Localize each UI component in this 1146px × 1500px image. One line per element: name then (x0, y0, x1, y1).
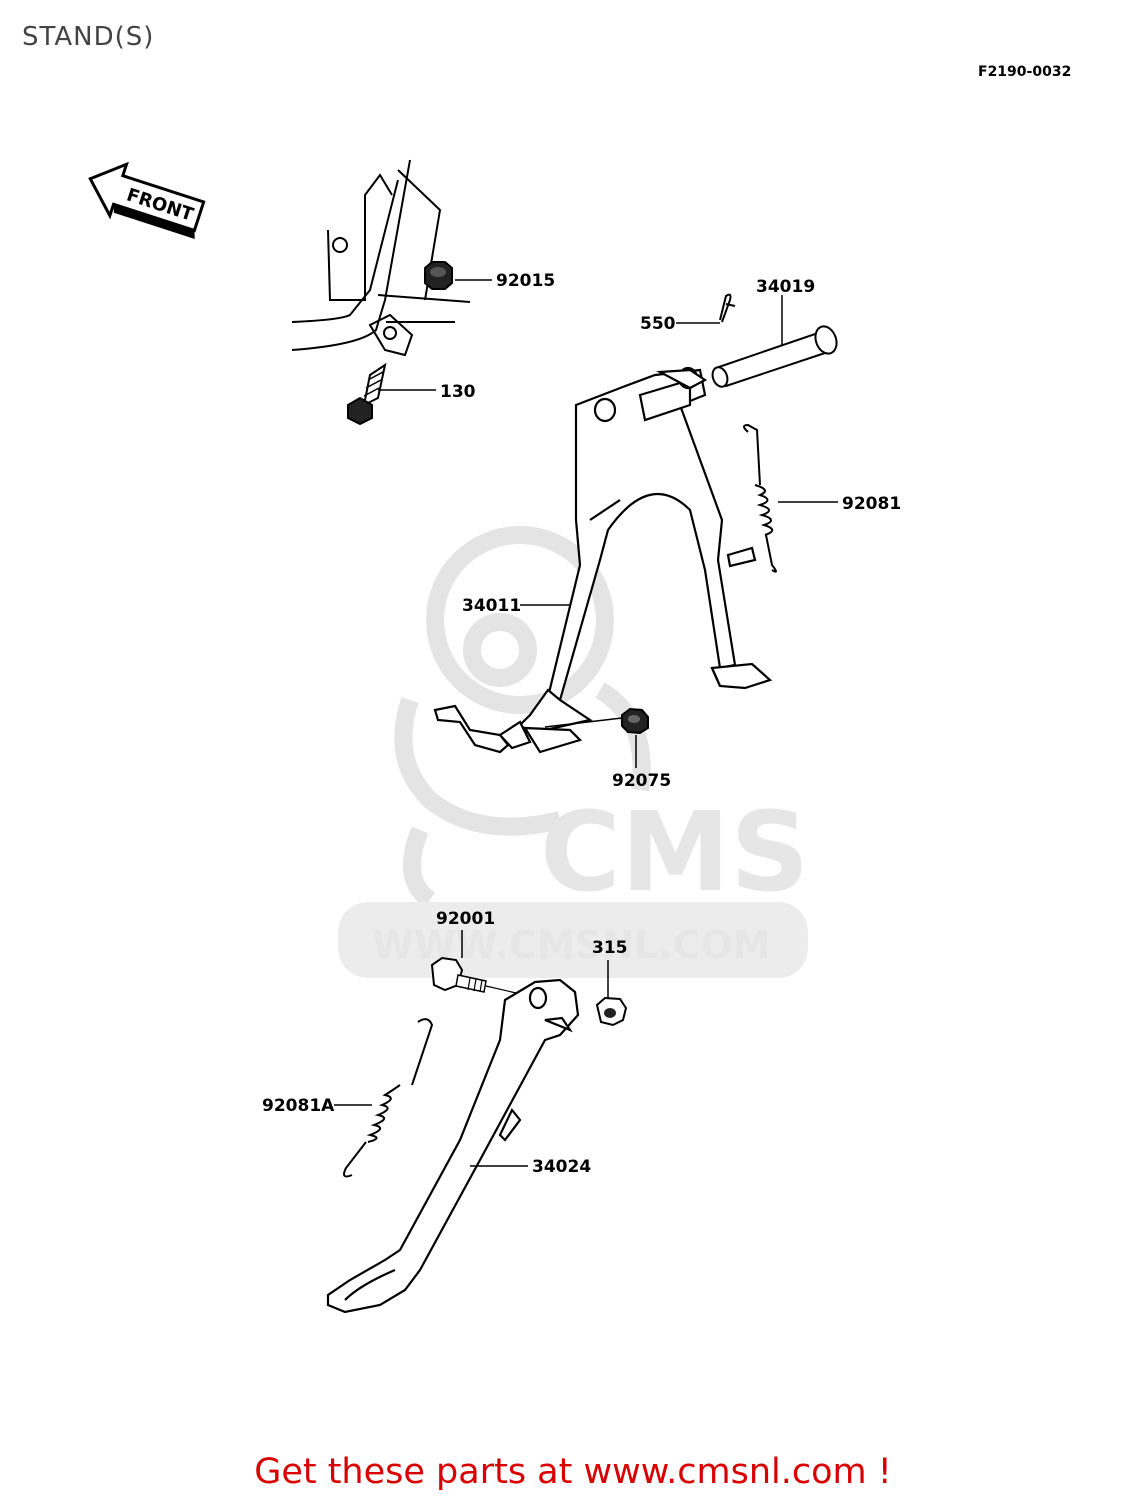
part-92075-nut (621, 707, 649, 735)
watermark-url: WWW.CMSNL.COM (372, 923, 771, 967)
parts-diagram: CMS WWW.CMSNL.COM FRONT (88, 159, 901, 1314)
part-label-34011: 34011 (462, 596, 521, 616)
part-label-34019: 34019 (756, 277, 815, 297)
cms-mascot-watermark (394, 526, 651, 908)
cta-link[interactable]: Get these parts at www.cmsnl.com ! (254, 1452, 892, 1492)
part-label-92075: 92075 (612, 771, 671, 791)
part-label-130: 130 (440, 382, 476, 402)
part-label-34024: 34024 (532, 1157, 591, 1177)
part-label-92081A: 92081A (262, 1096, 335, 1116)
part-34011-main-stand (433, 366, 773, 754)
part-92015-nut (424, 261, 453, 290)
cms-watermark: CMS WWW.CMSNL.COM (338, 526, 809, 978)
part-92081A-spring (343, 1018, 434, 1178)
part-label-92015: 92015 (496, 271, 555, 291)
part-315-nut (595, 996, 628, 1027)
frame-section (291, 159, 471, 357)
part-label-92001: 92001 (436, 909, 495, 929)
front-arrow-icon: FRONT (88, 161, 206, 240)
diagram-code: F2190-0032 (978, 64, 1072, 80)
watermark-brand: CMS (540, 788, 809, 916)
part-130-bolt (347, 362, 387, 426)
part-92081-spring (743, 423, 777, 573)
part-label-315: 315 (592, 938, 628, 958)
part-label-92081: 92081 (842, 494, 901, 514)
leader-92075-stud (544, 717, 623, 728)
page-title: STAND(S) (22, 22, 155, 52)
part-550-cotter-pin (719, 293, 736, 323)
part-34019-pivot-pin (711, 325, 838, 388)
part-34024-side-stand (326, 978, 580, 1314)
part-92001-bolt (430, 956, 487, 993)
part-label-550: 550 (640, 314, 676, 334)
